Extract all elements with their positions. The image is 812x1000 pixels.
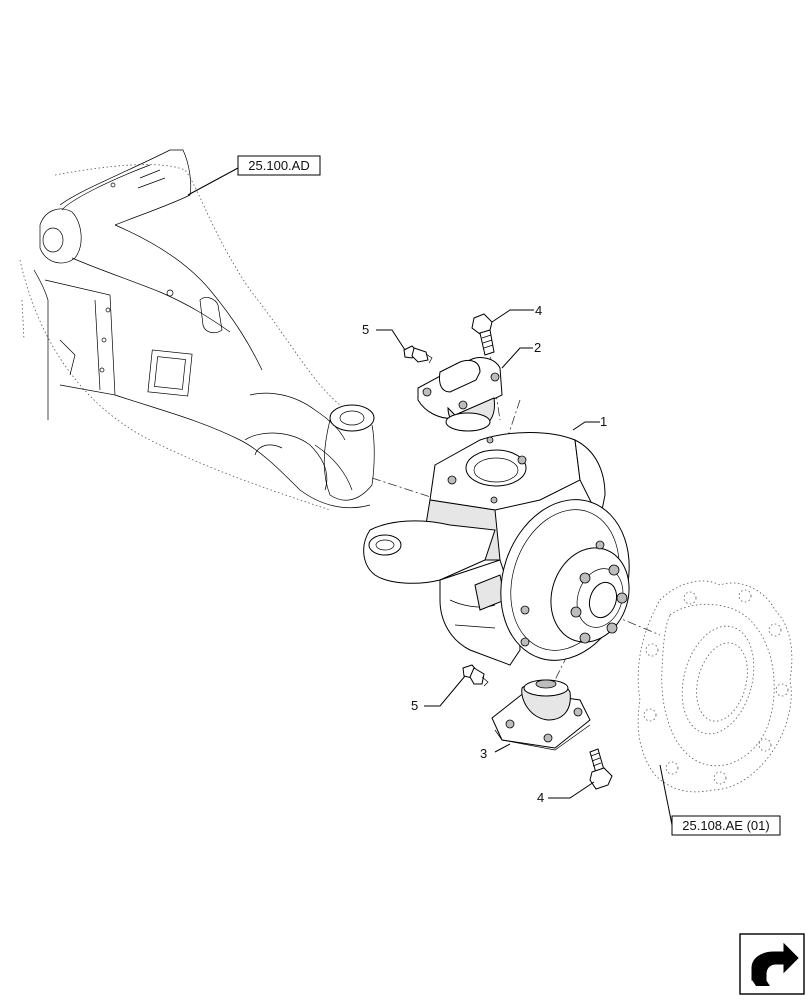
callout-4-upper-label: 4 bbox=[535, 303, 542, 318]
steering-knuckle bbox=[363, 432, 630, 666]
callout-3: 3 bbox=[480, 743, 511, 761]
reference-hub[interactable]: 25.108.AE (01) bbox=[659, 764, 781, 836]
axle-housing bbox=[19, 149, 375, 511]
grease-fitting-lower bbox=[462, 664, 489, 687]
bolt-lower bbox=[589, 748, 613, 790]
callout-1: 1 bbox=[572, 414, 607, 431]
callout-2: 2 bbox=[501, 340, 541, 369]
return-arrow-icon[interactable] bbox=[739, 933, 805, 995]
bolt-upper bbox=[471, 313, 495, 356]
callout-5-upper-label: 5 bbox=[362, 322, 369, 337]
reference-axle[interactable]: 25.100.AD bbox=[187, 155, 321, 196]
grease-fitting-upper bbox=[403, 345, 433, 364]
callout-1-label: 1 bbox=[600, 414, 607, 429]
callout-5-lower-label: 5 bbox=[411, 698, 418, 713]
upper-kingpin-cap bbox=[417, 357, 503, 432]
callout-4-lower: 4 bbox=[537, 781, 595, 805]
callout-4-upper: 4 bbox=[491, 303, 542, 323]
lower-kingpin-cap bbox=[491, 679, 591, 751]
callout-5-upper: 5 bbox=[362, 322, 406, 351]
callout-2-label: 2 bbox=[534, 340, 541, 355]
reference-axle-label: 25.100.AD bbox=[248, 158, 309, 173]
callout-4-lower-label: 4 bbox=[537, 790, 544, 805]
reference-hub-label: 25.108.AE (01) bbox=[682, 818, 769, 833]
wheel-hub bbox=[637, 580, 793, 793]
callout-5-lower: 5 bbox=[411, 675, 466, 713]
callout-3-label: 3 bbox=[480, 746, 487, 761]
